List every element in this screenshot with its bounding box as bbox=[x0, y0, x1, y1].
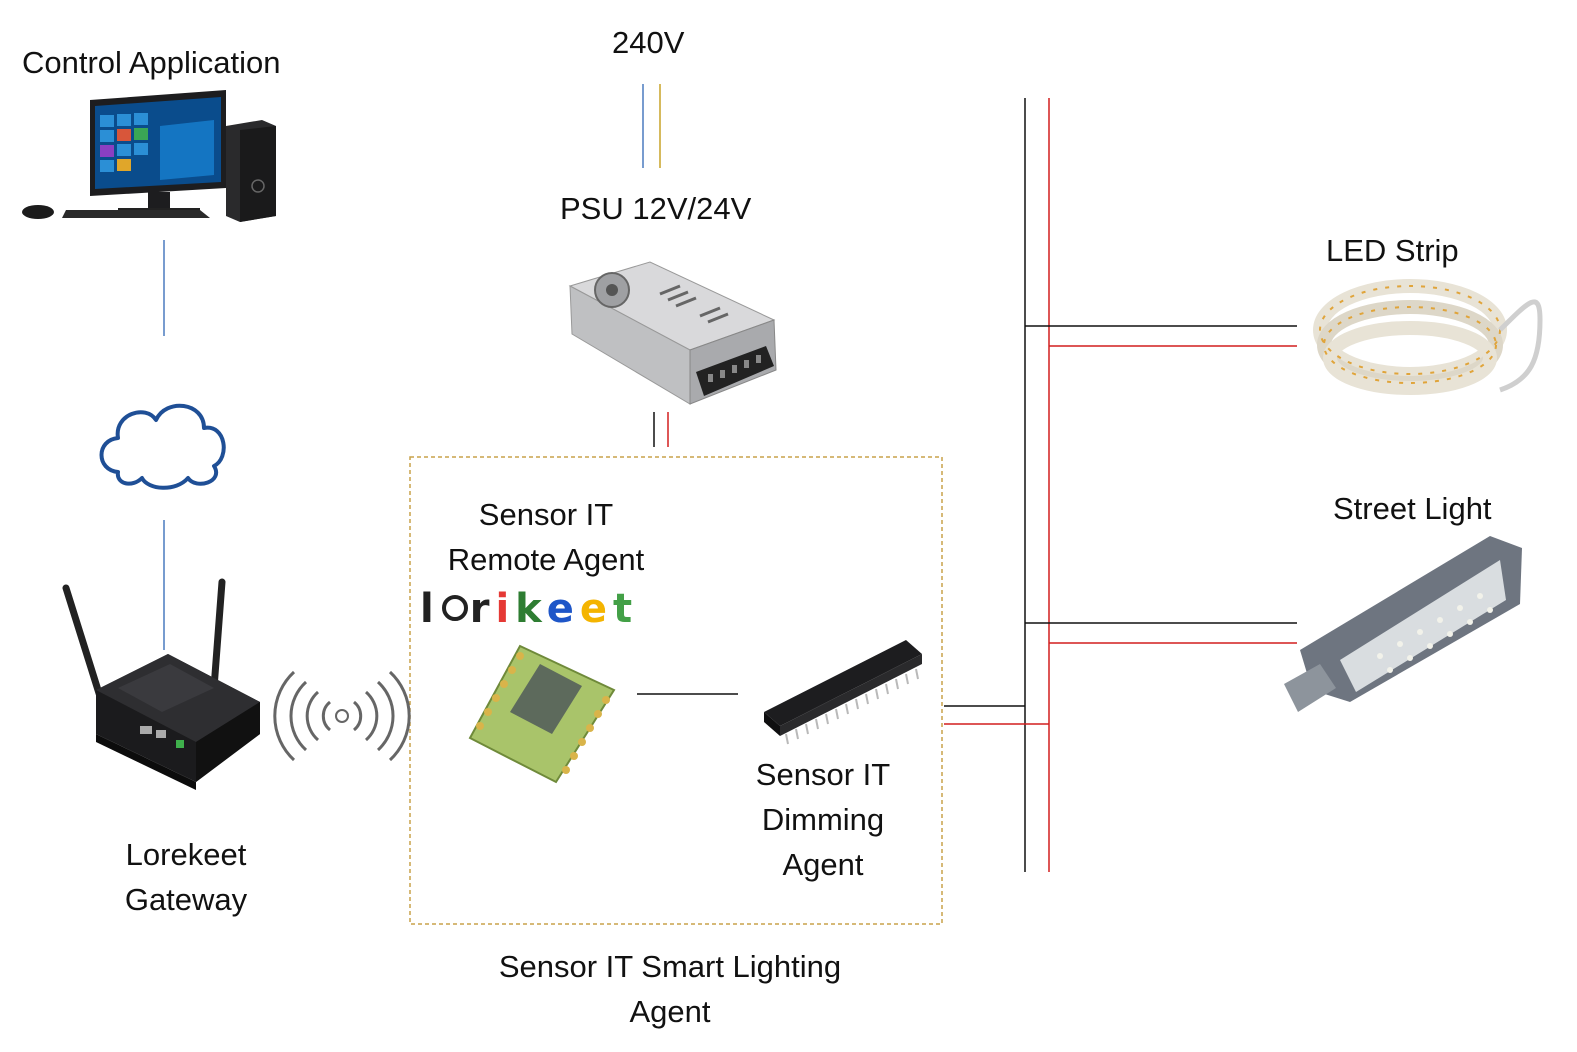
smart-lighting-agent-boundary bbox=[409, 456, 943, 925]
remote-agent-label: Sensor IT Remote Agent bbox=[432, 492, 660, 582]
smart-lighting-agent-label-line2: Agent bbox=[629, 994, 711, 1029]
control-application-label: Control Application bbox=[22, 45, 281, 80]
desktop-computer-icon bbox=[22, 90, 276, 222]
gateway-label-line1: Lorekeet bbox=[125, 837, 247, 872]
dimming-agent-label-line2: Dimming bbox=[761, 802, 885, 837]
street-light-icon bbox=[1284, 536, 1522, 712]
dimming-agent-label: Sensor IT Dimming Agent bbox=[744, 752, 902, 887]
logo-letter: k bbox=[515, 586, 547, 632]
mains-voltage-label: 240V bbox=[612, 25, 685, 60]
logo-letter: r bbox=[469, 586, 496, 632]
rf-module-icon bbox=[468, 644, 616, 784]
psu-label: PSU 12V/24V bbox=[560, 191, 752, 226]
dimming-agent-label-line3: Agent bbox=[782, 847, 864, 882]
remote-agent-label-line1: Sensor IT bbox=[478, 497, 614, 532]
remote-agent-label-line2: Remote Agent bbox=[447, 542, 645, 577]
gateway-label: Lorekeet Gateway bbox=[106, 832, 266, 922]
dimming-agent-label-line1: Sensor IT bbox=[755, 757, 891, 792]
led-strip-label: LED Strip bbox=[1326, 233, 1459, 268]
psu-device-icon bbox=[568, 261, 777, 405]
gateway-label-line2: Gateway bbox=[124, 882, 248, 917]
logo-letter: e bbox=[579, 586, 613, 632]
wireless-signal-icon bbox=[273, 670, 411, 762]
smart-lighting-agent-label: Sensor IT Smart Lighting Agent bbox=[470, 944, 870, 1034]
gateway-device-icon bbox=[62, 578, 260, 790]
logo-letter: e bbox=[546, 586, 580, 632]
led-strip-icon bbox=[1313, 279, 1543, 395]
logo-signal-ring-icon bbox=[441, 595, 468, 621]
logo-prefix: l bbox=[420, 586, 440, 632]
logo-letter: t bbox=[612, 586, 639, 632]
smart-lighting-agent-label-line1: Sensor IT Smart Lighting bbox=[498, 949, 842, 984]
cloud-icon bbox=[99, 403, 226, 490]
dimming-ic-chip-icon bbox=[764, 640, 922, 745]
street-light-label: Street Light bbox=[1333, 491, 1492, 526]
logo-letter: i bbox=[495, 586, 516, 632]
